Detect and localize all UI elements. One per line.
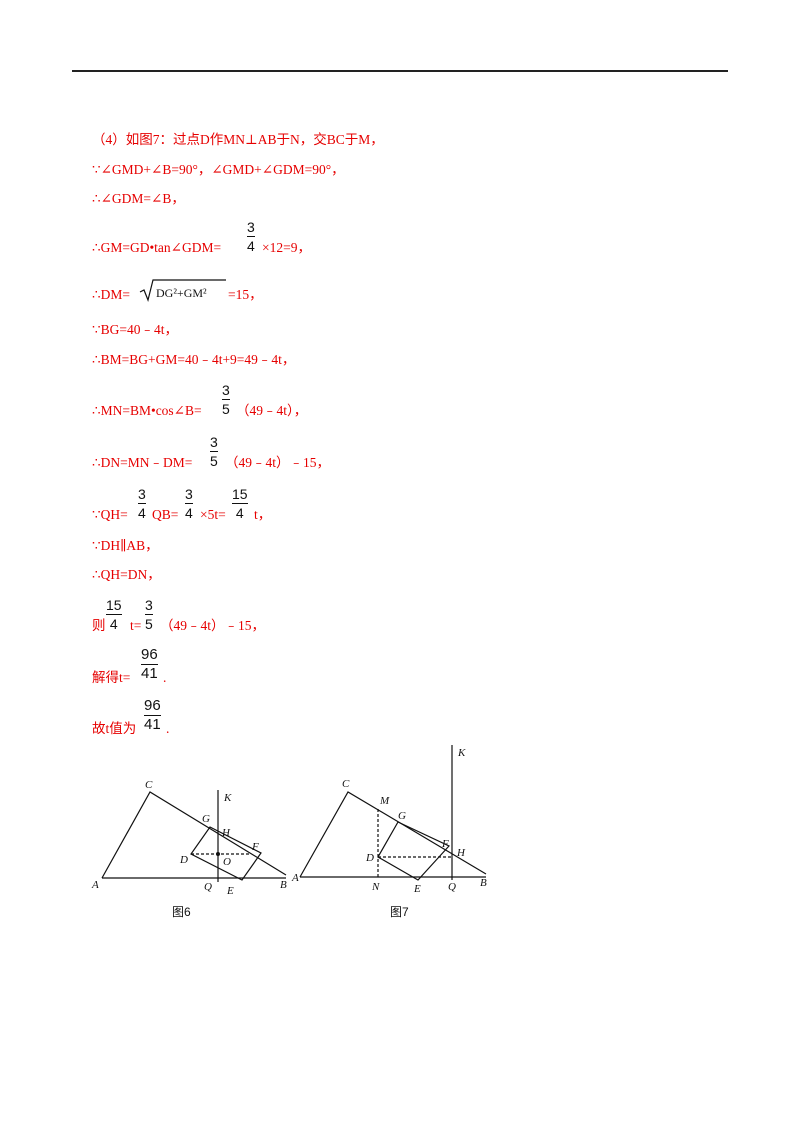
- solution-line-14: 解得t=: [92, 670, 131, 685]
- label-f-6: F: [251, 841, 259, 853]
- figure-6: A B C D E F G H K O Q 图6: [91, 779, 287, 919]
- label-c-7: C: [342, 778, 350, 790]
- label-m-7: M: [379, 795, 390, 807]
- solution-line-13: 则: [92, 618, 106, 633]
- solution-line-15: 故t值为: [92, 721, 137, 736]
- solution-line-7: ∴BM=BG+GM=40﹣4t+9=49﹣4t，: [92, 352, 296, 367]
- header-rule: [72, 70, 728, 72]
- triangle-7: [299, 791, 487, 878]
- solution-line-6: ∵BG=40﹣4t，: [92, 322, 178, 337]
- solution-line-10-c: ×5t=: [200, 507, 226, 522]
- solution-line-1: （4）如图7：过点D作MN⊥AB于N，交BC于M，: [92, 132, 384, 147]
- solution-line-3: ∴∠GDM=∠B，: [92, 191, 185, 206]
- label-k-6: K: [223, 792, 232, 804]
- solution-line-10-d: t，: [254, 507, 272, 522]
- solution-line-13-c: （49﹣4t）﹣15，: [160, 618, 266, 633]
- square-defg-7: [377, 821, 450, 881]
- solution-line-9-tail: （49﹣4t）﹣15，: [225, 455, 331, 470]
- label-k-7: K: [457, 747, 466, 759]
- solution-line-12: ∴QH=DN，: [92, 567, 161, 582]
- label-a-6: A: [91, 879, 99, 891]
- solution-line-14-tail: .: [163, 670, 167, 685]
- sqrt-expression: DG²+GM²: [139, 279, 226, 302]
- solution-line-5-tail: =15，: [228, 287, 263, 302]
- label-b-7: B: [480, 877, 487, 889]
- solution-line-10-b: QB=: [152, 507, 179, 522]
- caption-figure-7: 图7: [390, 905, 409, 919]
- solution-line-5: ∴DM=: [92, 287, 130, 302]
- solution-line-11: ∵DH∥AB，: [92, 538, 159, 553]
- label-a-7: A: [291, 872, 299, 884]
- label-e-6: E: [226, 885, 234, 897]
- figure-7: A B C D E F G H K M N Q 图7: [291, 745, 487, 919]
- label-n-7: N: [371, 881, 380, 893]
- solution-line-15-tail: .: [166, 721, 170, 736]
- solution-line-2: ∵∠GMD+∠B=90°，∠GMD+∠GDM=90°，: [92, 162, 345, 177]
- triangle-6: [101, 791, 287, 879]
- square-defg-6: [190, 826, 262, 881]
- solution-line-10: ∵QH=: [92, 507, 128, 522]
- label-h-6: H: [221, 827, 231, 839]
- point-o-6: [216, 852, 220, 856]
- label-q-6: Q: [204, 881, 212, 893]
- sqrt-radicand: DG²+GM²: [156, 286, 207, 300]
- solution-line-9: ∴DN=MN﹣DM=: [92, 455, 193, 470]
- label-e-7: E: [413, 883, 421, 895]
- solution-line-13-b: t=: [130, 618, 142, 633]
- label-g-7: G: [398, 810, 406, 822]
- label-g-6: G: [202, 813, 210, 825]
- solution-line-8: ∴MN=BM•cos∠B=: [92, 403, 202, 418]
- solution-line-4: ∴GM=GD•tan∠GDM=: [92, 240, 222, 255]
- label-d-7: D: [365, 852, 374, 864]
- solution-line-8-tail: （49﹣4t），: [236, 403, 308, 418]
- label-q-7: Q: [448, 881, 456, 893]
- label-h-7: H: [456, 847, 466, 859]
- label-c-6: C: [145, 779, 153, 791]
- label-f-7: F: [441, 838, 449, 850]
- caption-figure-6: 图6: [172, 905, 191, 919]
- label-b-6: B: [280, 879, 287, 891]
- label-o-6: O: [223, 856, 231, 868]
- label-d-6: D: [179, 854, 188, 866]
- solution-line-4-tail: ×12=9，: [262, 240, 311, 255]
